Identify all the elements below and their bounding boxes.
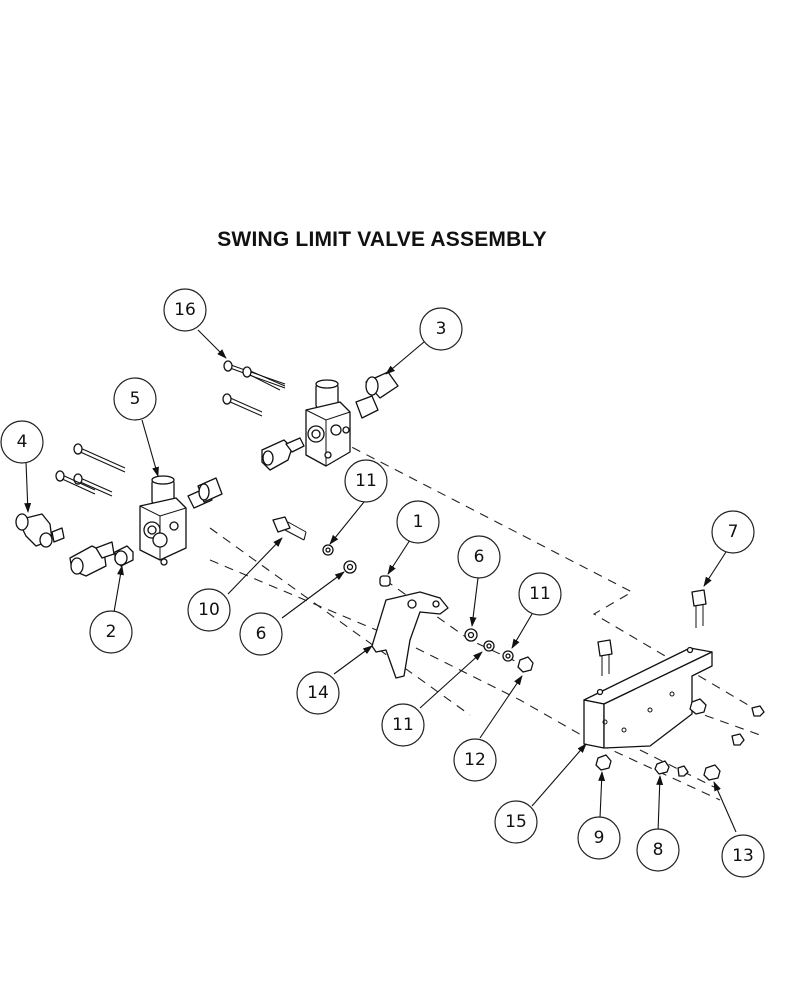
callout-6-right: 6 [457,535,501,579]
callout-label: 9 [594,828,605,848]
callout-4: 4 [0,420,44,464]
nut-part-12 [517,656,534,673]
nut-right-mid [731,733,745,746]
callout-label: 10 [198,600,220,620]
washer-part-6-b [464,628,478,642]
valve-body-upper-part-3 [261,371,399,471]
washer-part-11-a [322,544,334,556]
nut-part-9 [595,754,612,771]
bolt-part-10 [272,516,307,541]
callout-5: 5 [113,377,157,421]
callout-7: 7 [711,510,755,554]
leader-lines [24,329,737,833]
callout-label: 1 [413,512,424,532]
callout-label: 6 [256,624,267,644]
callout-11-right: 11 [518,572,562,616]
callout-label: 14 [307,683,329,703]
diagram-title: SWING LIMIT VALVE ASSEMBLY [217,228,547,251]
nut-bracket-upper [689,698,707,715]
nut-part-13 [703,764,721,781]
washer-part-11-c [502,650,514,662]
callout-2: 2 [89,610,133,654]
callout-11-upper: 11 [344,459,388,503]
callout-15: 15 [494,800,538,844]
callout-label: 15 [505,812,527,832]
callout-label: 13 [732,846,754,866]
bracket-part-15 [583,646,713,749]
callout-label: 12 [464,750,486,770]
callout-13: 13 [721,834,765,878]
callout-14: 14 [296,671,340,715]
bolt-bracket-left [597,639,613,676]
callout-label: 7 [728,522,739,542]
callout-10: 10 [187,588,231,632]
callout-label: 6 [474,547,485,567]
callout-label: 8 [653,840,664,860]
callout-3: 3 [419,307,463,351]
callout-label: 4 [17,432,28,452]
screws-part-16 [222,360,286,417]
callout-12: 12 [453,738,497,782]
nut-far-right [751,705,765,717]
callout-1: 1 [396,500,440,544]
callout-11-lower: 11 [381,703,425,747]
plug-part-2 [114,545,134,567]
callout-6-left: 6 [239,612,283,656]
bolt-part-7 [691,589,707,628]
valve-body-left-part-5 [55,443,223,566]
callout-label: 11 [529,584,551,604]
callout-label: 11 [355,471,377,491]
bushing-part-1 [379,575,391,587]
tee-fitting-part-4 [15,513,65,548]
callout-9: 9 [577,816,621,860]
callout-16: 16 [163,288,207,332]
nut-part-8 [654,760,689,777]
cam-plate-part-14 [371,591,449,679]
callout-label: 16 [174,300,196,320]
callout-8: 8 [636,828,680,872]
washer-part-11-b [483,640,495,652]
callout-label: 2 [106,622,117,642]
washer-part-6-a [343,560,357,574]
callout-label: 3 [436,319,447,339]
callout-label: 5 [130,389,141,409]
elbow-fitting-left [69,541,115,577]
callout-label: 11 [392,715,414,735]
